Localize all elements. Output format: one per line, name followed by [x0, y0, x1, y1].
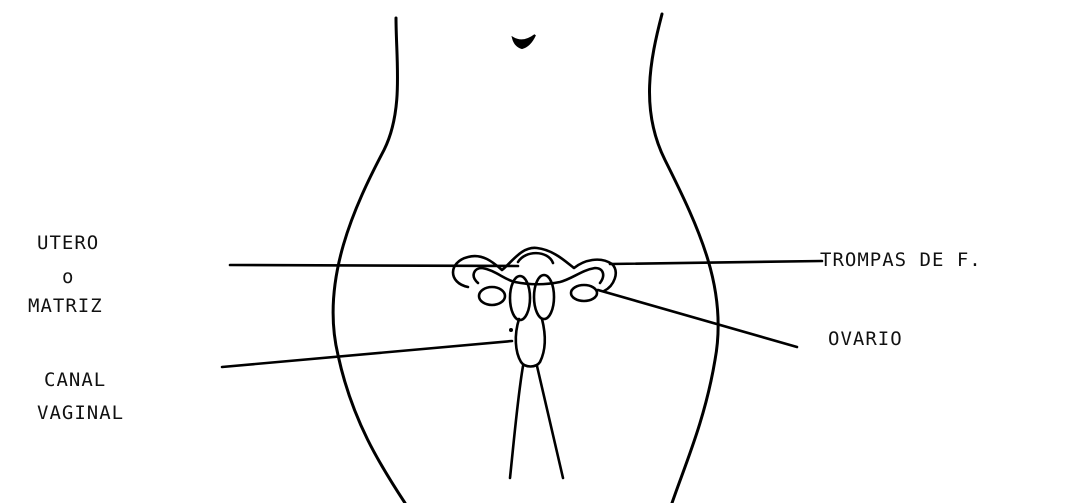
leader-trompas — [610, 261, 822, 264]
label-canal: CANAL — [44, 371, 106, 390]
body-outline-right — [650, 14, 719, 503]
uterus-fundus — [518, 253, 553, 263]
leader-canal — [222, 341, 512, 367]
uterus-right-lobe — [534, 275, 554, 319]
navel-mark — [513, 35, 535, 48]
leader-ovario — [598, 290, 797, 347]
body-outline-left — [333, 18, 405, 503]
speck-mark — [509, 328, 513, 332]
cervix — [516, 319, 545, 367]
label-ovario: OVARIO — [828, 330, 903, 349]
label-utero: UTERO — [37, 234, 99, 253]
label-trompas: TROMPAS DE F. — [820, 251, 982, 270]
right-ovary — [571, 285, 597, 301]
vaginal-canal-left — [510, 366, 523, 478]
vaginal-canal-right — [537, 366, 563, 478]
label-matriz: MATRIZ — [28, 297, 103, 316]
label-vaginal: VAGINAL — [37, 404, 124, 423]
fallopian-tubes-inner — [474, 268, 604, 284]
label-utero-connector: o — [62, 268, 74, 287]
leader-utero — [230, 265, 518, 266]
left-ovary — [479, 287, 505, 305]
